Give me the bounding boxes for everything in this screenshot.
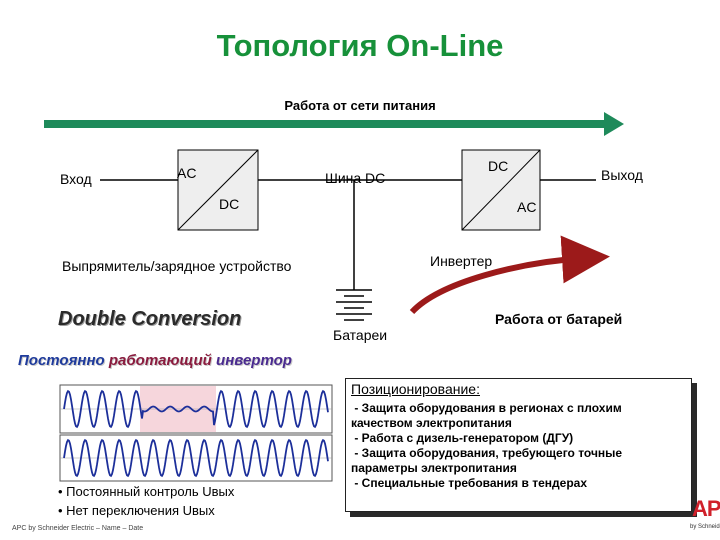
- bullet-item: • Постоянный контроль Uвых: [58, 484, 235, 499]
- rectifier-ac-label: AC: [177, 165, 197, 181]
- positioning-title: Позиционирование:: [351, 381, 480, 397]
- rectifier-dc-label: DC: [219, 196, 240, 212]
- feature-bullets: • Постоянный контроль Uвых • Нет переклю…: [58, 482, 234, 520]
- inverter-diagonal: [461, 149, 541, 231]
- double-conversion-title: Double Conversion: [58, 308, 242, 330]
- positioning-item: - Специальные требования в тендерах: [351, 476, 587, 490]
- inverter-word: инвертор: [216, 352, 292, 369]
- positioning-item: - Защита оборудования, требующего точные…: [351, 446, 626, 475]
- battery-mode-label: Работа от батарей: [495, 311, 623, 327]
- mains-arrow-head: [604, 112, 624, 136]
- apc-logo-subtext: by Schneider Electric: [690, 524, 720, 530]
- battery-mode-arrow: [409, 235, 610, 315]
- rectifier-label: Выпрямитель/зарядное устройство: [62, 258, 292, 274]
- dc-bus-label: Шина DC: [325, 170, 386, 186]
- battery-symbol: [336, 289, 372, 321]
- footer-text: APC by Schneider Electric – Name – Date: [12, 525, 144, 532]
- constant-word: Постоянно: [18, 352, 105, 369]
- output-label: Выход: [601, 167, 643, 183]
- mains-operation-label: Работа от сети питания: [284, 98, 436, 113]
- inverter-ac-label: AC: [517, 199, 537, 215]
- positioning-box: Позиционирование: - Защита оборудования …: [345, 378, 692, 512]
- working-word: работающий: [108, 352, 212, 369]
- positioning-item: - Защита оборудования в регионах с плохи…: [351, 401, 626, 430]
- input-label: Вход: [60, 171, 92, 187]
- bullet-item: • Нет переключения Uвых: [58, 503, 215, 518]
- slide-title: Топология On-Line: [216, 28, 504, 63]
- apc-logo-mark: APC: [692, 496, 720, 521]
- constant-inverter-caption: Постоянно работающий инвертор: [18, 352, 292, 369]
- positioning-item: - Работа с дизель-генератором (ДГУ): [351, 431, 574, 445]
- waveform-top: [63, 389, 329, 429]
- apc-logo: APC by Schneider Electric: [688, 492, 720, 540]
- rectifier-diagonal: [177, 149, 259, 231]
- battery-label: Батареи: [333, 327, 388, 343]
- inverter-label: Инвертер: [430, 253, 493, 269]
- mains-arrow-shaft: [44, 120, 609, 128]
- waveform-bottom: [63, 438, 329, 478]
- inverter-dc-label: DC: [488, 158, 509, 174]
